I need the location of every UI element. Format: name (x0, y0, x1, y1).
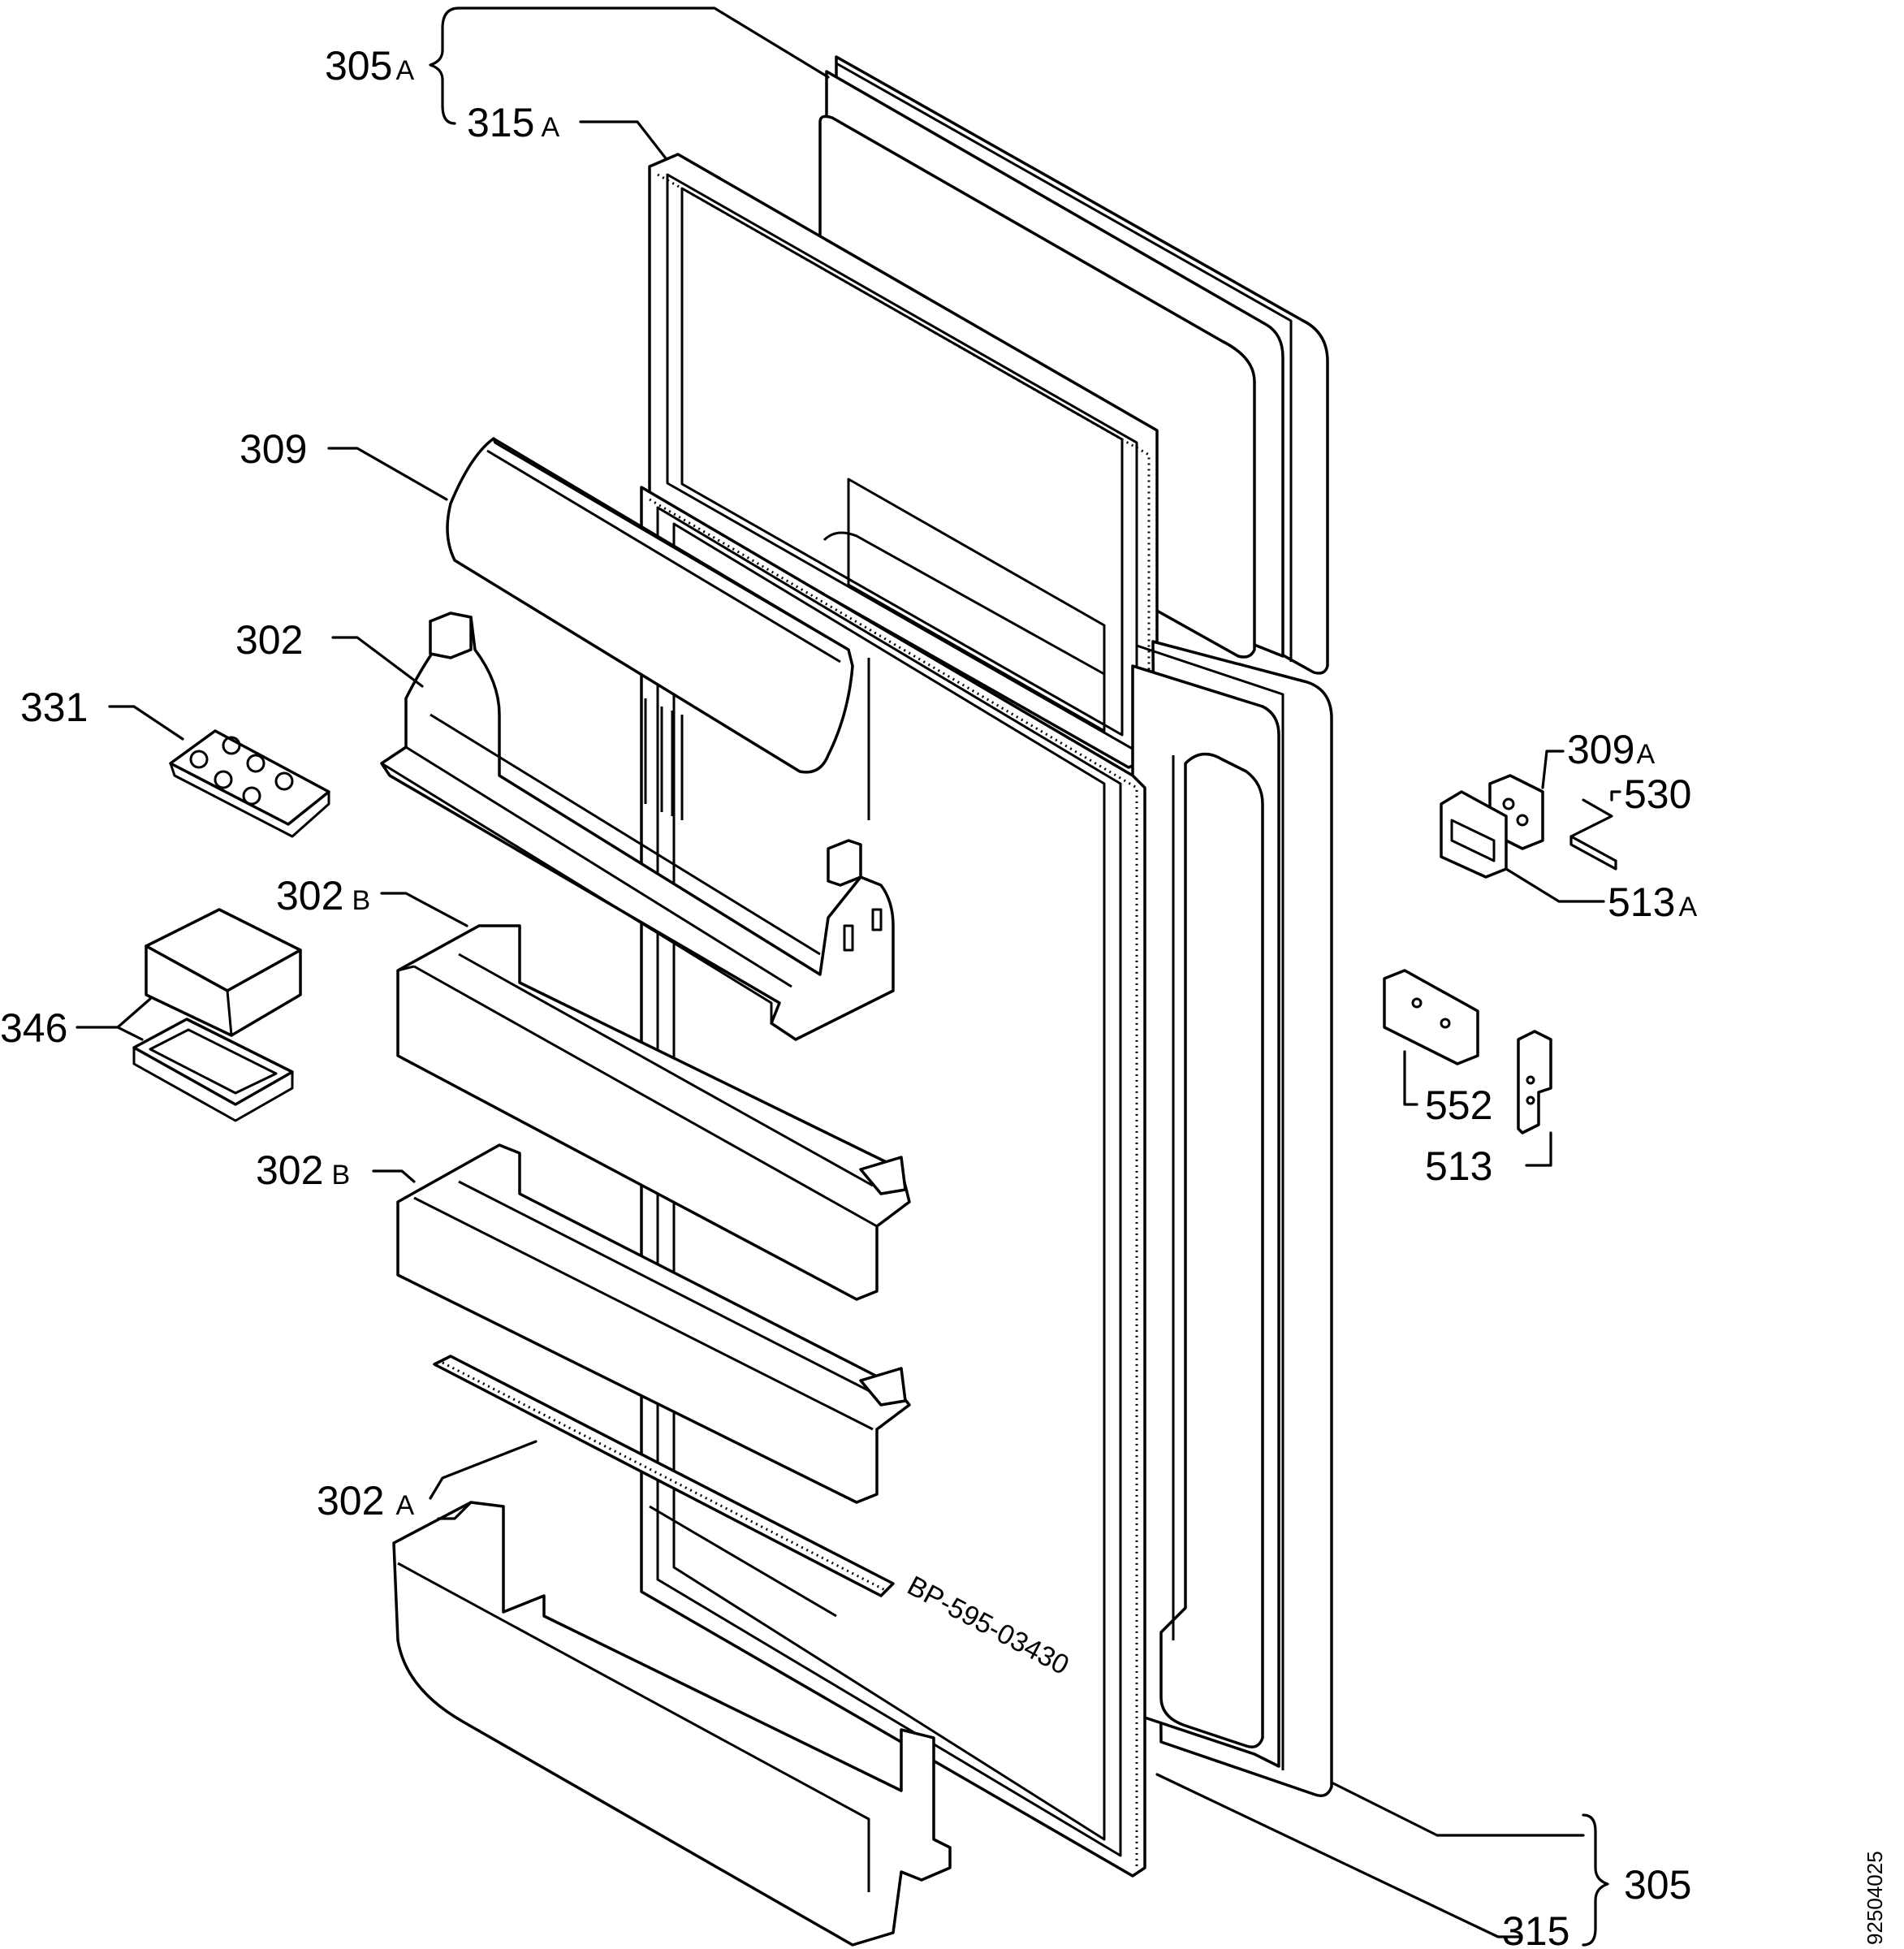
gasket-strip-302a (433, 1355, 895, 1597)
bracket-513a (1440, 790, 1508, 879)
upper-shelf-302 (380, 611, 895, 1041)
label-513: 513 (1425, 1143, 1492, 1189)
egg-tray-331 (169, 729, 330, 838)
bottle-shelf-302b-1 (396, 924, 911, 1301)
document-number: 92504025 (1863, 1851, 1887, 1945)
leader-lines (76, 6, 1621, 1947)
bottom-tray-302a (392, 1501, 952, 1947)
freezer-inner-compartment (822, 478, 1106, 732)
label-302: 302 (235, 617, 303, 663)
fridge-door-305 (1131, 640, 1333, 1797)
label-309: 309 (240, 426, 307, 472)
door-inner-lines (644, 658, 870, 820)
label-315: 315 (1502, 1908, 1569, 1949)
bottle-shelf-302b-2 (396, 1143, 911, 1504)
label-346: 346 (0, 1005, 67, 1051)
wire-clip-530 (1569, 798, 1617, 871)
butter-box-346 (132, 908, 302, 1122)
label-331: 331 (20, 685, 88, 730)
label-530: 530 (1624, 771, 1691, 817)
label-309a: 309A (1567, 727, 1655, 772)
flap-309 (446, 437, 854, 774)
hinge-plate-552 (1383, 969, 1479, 1065)
label-305: 305 (1624, 1862, 1691, 1908)
hinge-513 (1517, 1030, 1552, 1134)
label-552: 552 (1425, 1083, 1492, 1128)
